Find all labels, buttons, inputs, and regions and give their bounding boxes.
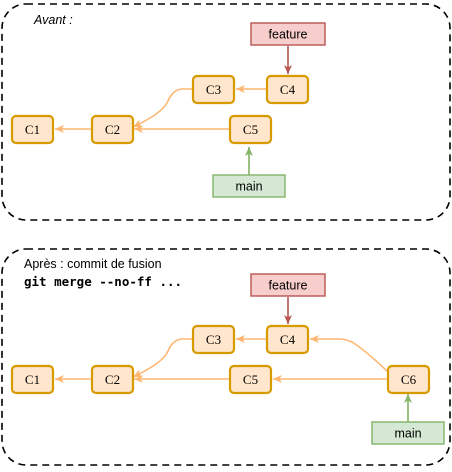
- commit-c3[interactable]: C3: [191, 74, 236, 105]
- commit-c3-after-label: C3: [206, 332, 221, 347]
- ref-feature-after-label: feature: [269, 279, 308, 293]
- edge-c3-c2-after: [132, 338, 193, 378]
- commit-c1-after-label: C1: [25, 372, 40, 387]
- ref-main-after-label: main: [394, 427, 421, 441]
- panel-after-title: Après : commit de fusion: [24, 257, 162, 271]
- ref-feature-label: feature: [269, 28, 308, 42]
- panel-before-frame: [1, 3, 451, 221]
- commit-c4-after-label: C4: [280, 332, 296, 347]
- commit-c4[interactable]: C4: [265, 74, 310, 105]
- commit-c2-label: C2: [105, 122, 120, 137]
- ref-main-after[interactable]: main: [371, 421, 445, 445]
- commit-c3-after[interactable]: C3: [191, 324, 236, 355]
- panel-after: Après : commit de fusion git merge --no-…: [1, 248, 451, 466]
- commit-c6[interactable]: C6: [386, 364, 431, 395]
- ref-main-label: main: [235, 180, 262, 194]
- ref-feature[interactable]: feature: [250, 22, 326, 46]
- commit-c2-after-label: C2: [105, 372, 120, 387]
- commit-c6-label: C6: [401, 372, 417, 387]
- commit-c2-after[interactable]: C2: [90, 364, 135, 395]
- panel-after-frame: [1, 248, 451, 466]
- commit-c1[interactable]: C1: [10, 114, 55, 145]
- commit-c5-after-label: C5: [243, 372, 258, 387]
- panel-before-title: Avant :: [33, 13, 73, 27]
- edge-c3-c2: [132, 88, 193, 128]
- commit-c4-label: C4: [280, 82, 296, 97]
- commit-c5[interactable]: C5: [228, 114, 273, 145]
- commit-c4-after[interactable]: C4: [265, 324, 310, 355]
- commit-c1-after[interactable]: C1: [10, 364, 55, 395]
- commit-c5-after[interactable]: C5: [228, 364, 273, 395]
- panel-after-command: git merge --no-ff ...: [24, 274, 182, 289]
- ref-feature-after[interactable]: feature: [250, 273, 326, 297]
- commit-c1-label: C1: [25, 122, 40, 137]
- commit-c3-label: C3: [206, 82, 221, 97]
- ref-main[interactable]: main: [212, 174, 286, 198]
- commit-c5-label: C5: [243, 122, 258, 137]
- edge-c6-c4: [310, 335, 389, 373]
- commit-c2[interactable]: C2: [90, 114, 135, 145]
- panel-before: Avant : C1 C2 C3 C4 C5: [1, 3, 451, 221]
